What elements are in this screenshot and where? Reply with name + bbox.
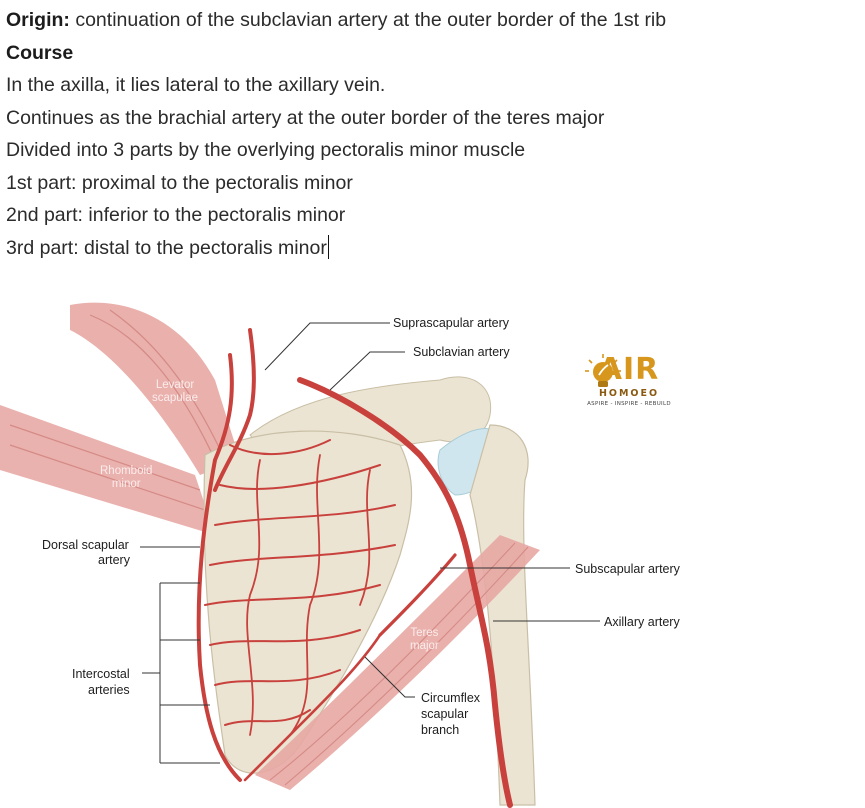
muscle-label-rhomboid-2: minor bbox=[111, 478, 141, 490]
subclavian-leader bbox=[329, 351, 405, 391]
teres-major-muscle bbox=[255, 535, 540, 790]
rhomboid-striation bbox=[9, 424, 206, 511]
course-line: Divided into 3 parts by the overlying pe… bbox=[6, 139, 526, 161]
subclavian-artery bbox=[297, 377, 513, 808]
muscle-label-rhomboid: Rhomboid minor bbox=[100, 465, 152, 491]
course-heading: Course bbox=[6, 37, 856, 70]
label-subscapular-artery: Subscapular artery bbox=[575, 562, 680, 576]
origin-label: Origin: bbox=[6, 9, 70, 31]
dorsal-scapular-artery bbox=[196, 353, 242, 782]
bulb-icon bbox=[585, 354, 621, 387]
circumflex-scapular-branch bbox=[243, 633, 382, 782]
levator-scapulae-muscle bbox=[70, 302, 240, 475]
course-line: 1st part: proximal to the pectoralis min… bbox=[6, 171, 353, 194]
circumflex-leader bbox=[364, 656, 415, 698]
rhomboid-minor-muscle bbox=[0, 405, 215, 535]
levator-scapulae-striation bbox=[89, 309, 226, 461]
muscle-label-teres-2: major bbox=[410, 640, 439, 652]
notes-text: Origin: continuation of the subclavian a… bbox=[6, 4, 856, 264]
muscle-label-levator: Levator scapulae bbox=[152, 379, 198, 405]
label-suprascapular-artery: Suprascapular artery bbox=[393, 316, 510, 330]
label-dorsal-scapular: Dorsal scapular bbox=[42, 538, 129, 552]
suprascapular-leader bbox=[264, 322, 390, 371]
anastomosis-cross bbox=[246, 454, 371, 736]
course-line: In the axilla, it lies lateral to the ax… bbox=[6, 74, 386, 96]
label-circumflex: Circumflex bbox=[421, 691, 481, 705]
label-circumflex-2: scapular bbox=[421, 707, 469, 721]
teres-striation bbox=[269, 542, 529, 786]
muscle-label-levator-1: Levator bbox=[155, 379, 195, 391]
leader-lines bbox=[140, 322, 600, 764]
course-heading-text: Course bbox=[6, 41, 74, 64]
muscle-label-rhomboid-1: Rhomboid bbox=[100, 465, 153, 477]
course-line: 2nd part: inferior to the pectoralis min… bbox=[6, 204, 346, 226]
course-line-text: 3rd part: distal to the pectoralis minor bbox=[6, 236, 327, 259]
suprascapular-artery bbox=[213, 328, 256, 492]
anastomosis bbox=[204, 439, 396, 726]
logo-sub: HOMOEO bbox=[598, 388, 660, 399]
label-intercostal: Intercostal bbox=[72, 667, 130, 681]
course-line: Continues as the brachial artery at the … bbox=[6, 106, 605, 129]
muscle-label-teres: Teres major bbox=[410, 627, 439, 653]
label-dorsal-scapular-2: artery bbox=[98, 553, 130, 567]
text-cursor[interactable] bbox=[327, 234, 329, 259]
subscapular-artery bbox=[378, 553, 457, 637]
origin-text: continuation of the subclavian artery at… bbox=[69, 9, 667, 31]
label-axillary-artery: Axillary artery bbox=[604, 615, 680, 629]
label-subclavian-artery: Subclavian artery bbox=[413, 345, 510, 359]
label-intercostal-2: arteries bbox=[88, 683, 130, 697]
origin-line: Origin: continuation of the subclavian a… bbox=[6, 4, 856, 37]
logo-tagline: ASPIRE - INSPIRE - REBUILD bbox=[587, 401, 671, 407]
muscle-label-teres-1: Teres bbox=[410, 627, 439, 639]
air-homoeo-logo: AIR HOMOEO ASPIRE - INSPIRE - REBUILD bbox=[583, 353, 675, 407]
intercostal-bracket bbox=[142, 582, 220, 764]
anatomy-illustration bbox=[0, 302, 600, 808]
course-line-last: 3rd part: distal to the pectoralis minor bbox=[6, 232, 856, 265]
scapula-bone bbox=[203, 430, 413, 774]
muscle-label-levator-2: scapulae bbox=[152, 392, 199, 404]
label-circumflex-3: branch bbox=[421, 723, 460, 737]
scapular-anastomosis-figure: Suprascapular artery Subclavian artery D… bbox=[0, 285, 865, 808]
artery-network bbox=[196, 328, 513, 808]
